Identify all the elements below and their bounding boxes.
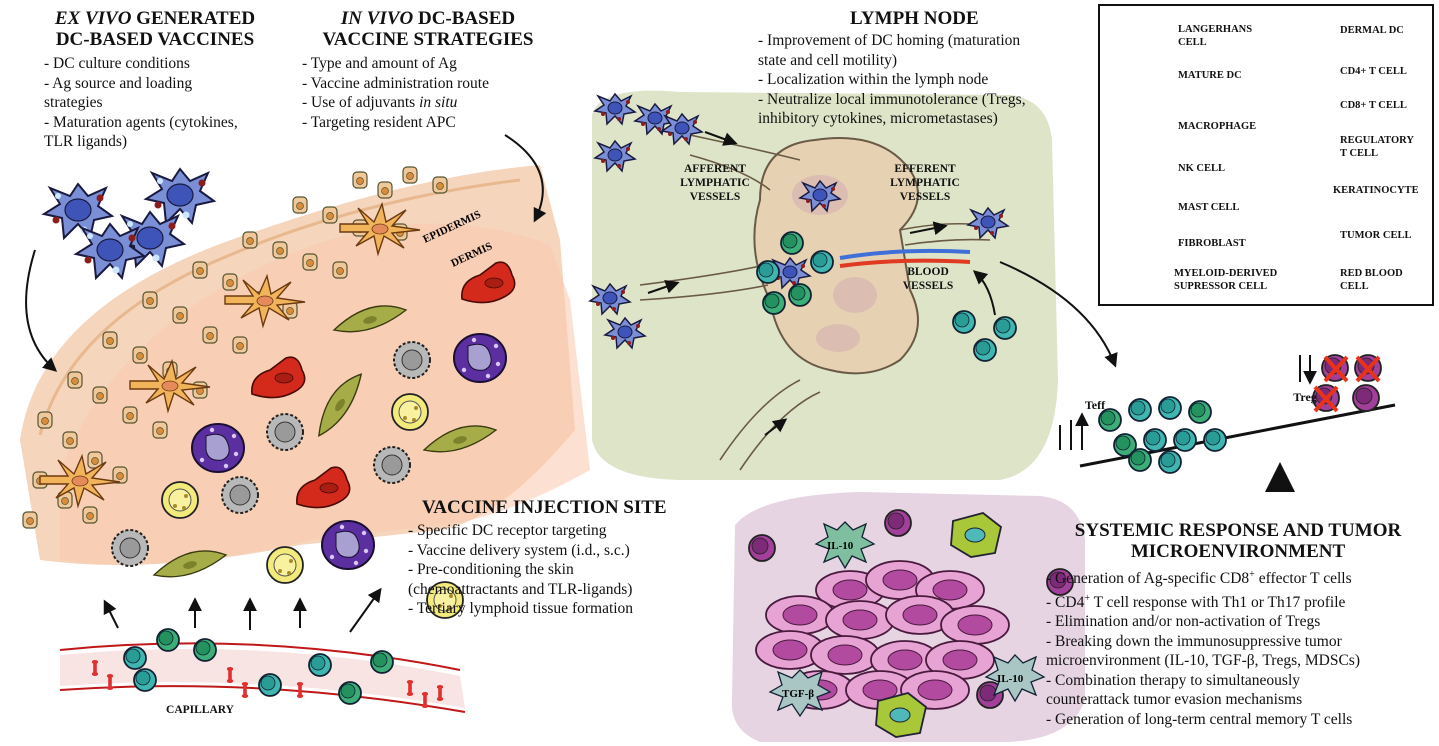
vaccine-site-item: - Vaccine delivery system (i.d., s.c.): [408, 541, 630, 559]
ex-vivo-item: strategies: [44, 94, 103, 111]
lymph-node-title: LYMPH NODE: [850, 8, 979, 29]
lymph-node-item: - Neutralize local immunotolerance (Treg…: [758, 90, 1026, 108]
legend-macrophage: MACROPHAGE: [1178, 121, 1257, 132]
in-vivo-item: - Use of adjuvants in situ: [302, 94, 458, 111]
ex-vivo-item: TLR ligands): [44, 133, 128, 150]
in-vivo-item: - Vaccine administration route: [302, 74, 489, 92]
legend-dermal-dc: DERMAL DC: [1340, 25, 1404, 36]
legend-tumor-cell: TUMOR CELL: [1340, 230, 1412, 241]
teff-label: Teff: [1084, 398, 1106, 412]
tumor-cells: [748, 509, 1074, 738]
systemic-item: - Combination therapy to simultaneously: [1046, 671, 1300, 689]
systemic-item: - Breaking down the immunosuppressive tu…: [1046, 632, 1342, 650]
vaccine-site-item: - Tertiary lymphoid tissue formation: [408, 600, 634, 617]
lymph-node-block: LYMPH NODE - Improvement of DC homing (m…: [758, 8, 1078, 129]
legend-nk-cell: NK CELL: [1178, 163, 1225, 174]
legend-keratinocyte: KERATINOCYTE: [1333, 185, 1419, 196]
capillary-label: CAPILLARY: [166, 704, 234, 716]
arrows: [25, 131, 1118, 633]
lymph-node-item: inhibitory cytokines, micrometastases): [758, 110, 998, 127]
in-vivo-block: IN VIVO DC-BASED VACCINE STRATEGIES - Ty…: [298, 8, 558, 132]
systemic-item: - Generation of Ag-specific CD8+ effecto…: [1046, 569, 1352, 588]
legend-mdsc: MYELOID-DERIVED SUPRESSOR CELL: [1174, 268, 1278, 292]
lymph-node-item: - Localization within the lymph node: [758, 71, 989, 88]
vaccine-site-item: (chemoattractants and TLR-ligands): [408, 580, 633, 598]
legend-mature-dc: MATURE DC: [1178, 70, 1242, 81]
ex-vivo-title-line2: DC-BASED VACCINES: [55, 29, 255, 50]
legend-cd4: CD4+ T CELL: [1340, 66, 1407, 77]
tgfb-label: TGF-β: [782, 688, 814, 700]
il10-label-a: IL-10: [827, 540, 854, 552]
legend-rbc: RED BLOOD CELL: [1340, 268, 1403, 292]
in-vivo-title: IN VIVO DC-BASED: [340, 8, 516, 29]
legend-cd8: CD8+ T CELL: [1340, 100, 1407, 111]
il10-label-b: IL-10: [997, 673, 1024, 685]
balance: [1059, 354, 1396, 492]
in-vivo-item: - Type and amount of Ag: [302, 55, 457, 72]
systemic-title-line2: MICROENVIRONMENT: [1130, 541, 1346, 562]
ex-vivo-item: - Maturation agents (cytokines,: [44, 113, 238, 131]
systemic-item: - CD4+ T cell response with Th1 or Th17 …: [1046, 592, 1346, 611]
legend-mast-cell: MAST CELL: [1178, 202, 1240, 213]
in-vivo-title-line2: VACCINE STRATEGIES: [322, 29, 534, 50]
lymph-node-region: [592, 90, 1058, 481]
legend: [1098, 4, 1434, 306]
ex-vivo-item: - DC culture conditions: [44, 55, 190, 72]
vaccine-site-item: - Specific DC receptor targeting: [408, 522, 607, 539]
systemic-item: - Generation of long-term central memory…: [1046, 710, 1353, 728]
ex-vivo-block: EX VIVO GENERATED DC-BASED VACCINES - DC…: [20, 8, 290, 152]
systemic-block: SYSTEMIC RESPONSE AND TUMOR MICROENVIRON…: [1040, 520, 1436, 729]
systemic-item: counterattack tumor evasion mechanisms: [1046, 691, 1303, 709]
vaccine-site-item: - Pre-conditioning the skin: [408, 561, 574, 578]
systemic-title: SYSTEMIC RESPONSE AND TUMOR: [1074, 520, 1402, 541]
legend-langerhans: LANGERHANS CELL: [1178, 24, 1253, 48]
vaccine-site-title: VACCINE INJECTION SITE: [422, 497, 667, 518]
lymph-node-item: state and cell motility): [758, 51, 898, 69]
systemic-item: microenvironment (IL-10, TGF-β, Tregs, M…: [1046, 652, 1360, 670]
ex-vivo-title: EX VIVO GENERATED: [54, 8, 256, 29]
ex-vivo-item: - Ag source and loading: [44, 74, 193, 92]
treg-label: Treg: [1293, 390, 1317, 404]
lymph-node-item: - Improvement of DC homing (maturation: [758, 32, 1021, 49]
vaccine-site-block: VACCINE INJECTION SITE - Specific DC rec…: [408, 497, 708, 619]
systemic-item: - Elimination and/or non-activation of T…: [1046, 613, 1321, 631]
legend-fibroblast: FIBROBLAST: [1178, 238, 1246, 249]
in-vivo-item: - Targeting resident APC: [302, 113, 456, 131]
legend-treg: REGULATORY T CELL: [1340, 135, 1414, 159]
